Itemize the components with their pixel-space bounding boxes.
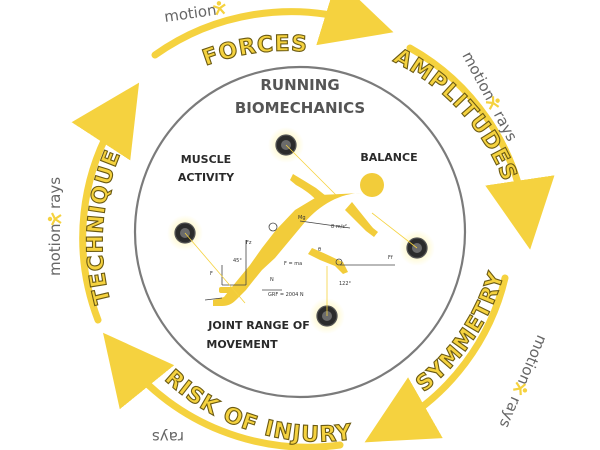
annotation-f: F	[210, 271, 213, 277]
arrow-amplitudes	[406, 44, 555, 250]
label-forces: FORCES	[199, 32, 308, 72]
arrow-forces	[151, 0, 394, 59]
sensor-bottom	[309, 266, 345, 334]
brand-word-rays: rays	[152, 428, 184, 446]
runner-figure-icon	[213, 173, 384, 306]
brand-bottom: rays	[152, 428, 184, 446]
force-annotations	[204, 220, 395, 301]
annotation-mg: Mg	[298, 215, 306, 221]
motionrays-logo-icon	[47, 212, 62, 226]
brand-word-motion: motion	[163, 1, 218, 26]
arrow-risk	[102, 332, 344, 450]
annotation-n: N	[270, 277, 274, 283]
motionrays-logo-icon	[485, 96, 500, 110]
annotation-angle-122: 122°	[339, 281, 352, 287]
annotation-accel: 8 m/s²	[331, 224, 347, 230]
motionrays-logo-icon	[513, 381, 528, 396]
arrow-symmetry	[364, 274, 509, 443]
annotation-grf: GRF = 2004 N	[268, 292, 304, 298]
brand-word-motion: motion	[46, 223, 64, 276]
annotation-labels: Fz 45° GRF = 2004 N F = ma 8 m/s² Mg 122…	[210, 215, 393, 298]
sensor-left	[167, 215, 246, 304]
brand-word-rays: rays	[46, 177, 64, 209]
label-balance: BALANCE	[360, 151, 417, 164]
sensor-right	[371, 212, 435, 266]
label-joint-range-2: MOVEMENT	[206, 338, 278, 351]
annotation-angle-45: 45°	[233, 258, 242, 264]
cycle-arrows	[71, 0, 555, 450]
center-title-line1: RUNNING	[260, 76, 339, 94]
brand-word-motion: motion	[514, 332, 551, 387]
brand-right-lower: motion rays	[496, 332, 551, 430]
motionrays-logo-icon	[212, 1, 226, 16]
central-circle	[133, 65, 467, 399]
annotation-theta: θ	[318, 247, 321, 253]
brand-left: motion rays	[46, 177, 64, 276]
annotation-fz: Fz	[246, 240, 252, 246]
label-muscle-activity-1: MUSCLE	[181, 153, 231, 166]
arrow-technique	[71, 82, 140, 324]
annotation-ff: Ff	[388, 255, 393, 261]
label-joint-range-1: JOINT RANGE OF	[207, 319, 310, 332]
center-title-line2: BIOMECHANICS	[235, 99, 365, 117]
brand-word-rays: rays	[496, 394, 525, 431]
annotation-fma: F = ma	[284, 261, 302, 267]
label-muscle-activity-2: ACTIVITY	[178, 171, 235, 184]
sensor-top	[268, 127, 337, 196]
